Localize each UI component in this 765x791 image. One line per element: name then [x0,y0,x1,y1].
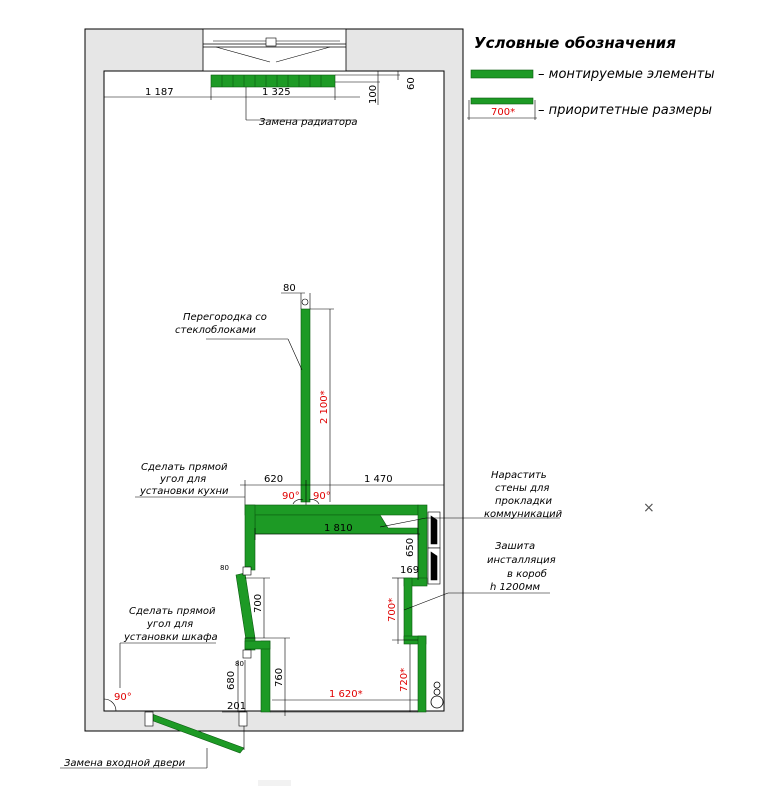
corner-marker-upper [242,566,252,576]
dim-760: 760 [274,668,285,687]
angle-90-right: 90° [313,491,331,502]
angle-90-left: 90° [282,491,300,502]
note-sewing-line3: в короб [507,568,547,580]
angle-arc-left [292,499,304,505]
note-radiator: Замена радиатора [259,117,358,128]
note-kitchen-line1: Сделать прямой [141,462,228,473]
radiator-dimensions [104,71,400,121]
dim-1470: 1 470 [364,474,393,485]
note-sewing-line1: Зашита [495,541,535,552]
note-sewing-line4: h 1200мм [490,582,541,593]
bathroom-dimensions [222,517,560,716]
angle-arc-right [308,499,320,505]
legend-swatch-priority [470,97,534,105]
dim-60: 60 [406,77,417,90]
plumbing-fixtures [430,681,444,709]
dim-201: 201 [227,701,246,712]
note-closet-line2: угол для [146,619,193,630]
dim-620: 620 [264,474,283,485]
note-sewing-line2: инсталляция [487,555,556,566]
note-grow-walls-line4: коммуникаций [484,509,563,520]
legend-mounted-label: – монтируемые элементы [538,67,715,82]
note-partition-line2: стеклоблоками [175,324,256,336]
note-grow-walls-line3: прокладки [495,496,553,507]
glass-block-partition [300,308,311,503]
close-icon[interactable]: × [643,500,655,516]
upper-dimensions [135,480,444,505]
entrance-door [60,711,248,769]
corner-marker-lower [242,649,252,659]
legend-swatch-mounted [470,69,534,79]
dim-720: 720* [399,668,410,692]
window [202,28,347,72]
note-closet-line1: Сделать прямой [129,606,216,617]
bottom-fragment [258,780,291,786]
dim-1620: 1 620* [329,689,363,700]
note-closet-line3: установки шкафа [123,632,218,643]
note-grow-walls-line1: Нарастить [491,470,547,481]
dim-650: 650 [405,538,416,557]
dim-700-right: 700* [387,598,398,622]
partition-dimensions [206,292,334,502]
bathroom-walls [235,504,428,713]
dim-2100: 2 100* [319,390,330,424]
dim-1325: 1 325 [262,87,291,98]
note-kitchen-line3: установки кухни [139,486,229,497]
dim-1187: 1 187 [145,87,174,98]
note-grow-walls-line2: стены для [495,483,549,494]
dim-169: 169 [400,565,419,576]
dim-680: 680 [226,671,237,690]
installation-boxes [427,511,441,585]
note-partition-line1: Перегородка со [183,312,267,323]
legend-priority-label: – приоритетные размеры [538,103,712,118]
legend: Условные обозначения – монтируемые элеме… [467,34,715,120]
dim-80-top: 80 [283,283,296,294]
dim-80-small-upper: 80 [220,564,229,572]
note-door: Замена входной двери [64,758,186,769]
radiator [210,74,336,88]
closet-leader [103,642,216,712]
legend-priority-sample: 700* [491,107,515,118]
note-kitchen-line2: угол для [159,474,206,485]
dim-80-small-lower: 80 [235,660,244,668]
dim-1810: 1 810 [324,523,353,534]
dim-700-left: 700 [253,594,264,613]
legend-title: Условные обозначения [474,34,676,52]
dim-100: 100 [368,85,379,104]
angle-90-door: 90° [114,692,132,703]
partition-marker [301,298,309,306]
